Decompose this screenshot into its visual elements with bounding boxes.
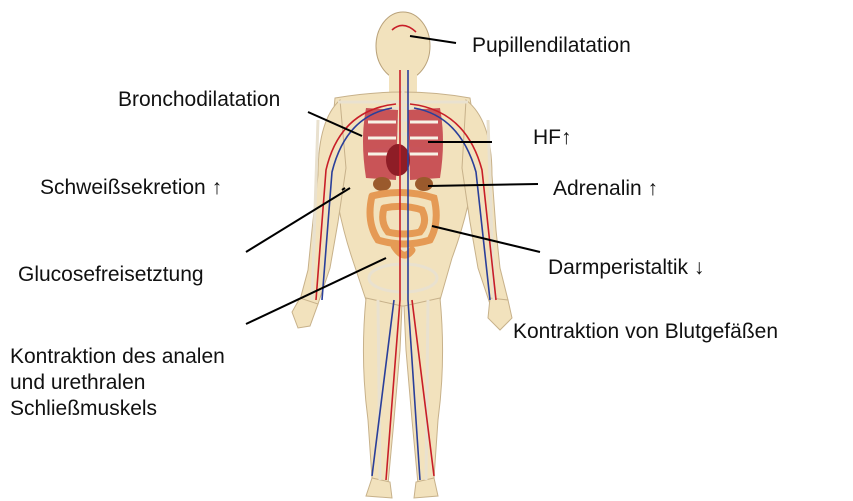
label-schweisssekretion: Schweißsekretion ↑ [40, 175, 222, 201]
label-schliessmuskel-line1: Kontraktion des analen [10, 344, 225, 370]
label-blutgefaesse: Kontraktion von Blutgefäßen [513, 319, 778, 345]
label-glucosefreisetzung: Glucosefreisetztung [18, 262, 204, 288]
label-darmperistaltik: Darmperistaltik ↓ [548, 255, 704, 281]
label-schliessmuskel: Kontraktion des analen und urethralen Sc… [10, 344, 225, 422]
label-pupillendilatation: Pupillendilatation [472, 33, 631, 59]
heart [386, 144, 410, 176]
label-heart-rate: HF↑ [533, 125, 572, 151]
label-schliessmuskel-line2: und urethralen [10, 370, 225, 396]
label-adrenalin: Adrenalin ↑ [553, 176, 658, 202]
label-bronchodilatation: Bronchodilatation [118, 87, 280, 113]
label-schliessmuskel-line3: Schließmuskels [10, 396, 225, 422]
